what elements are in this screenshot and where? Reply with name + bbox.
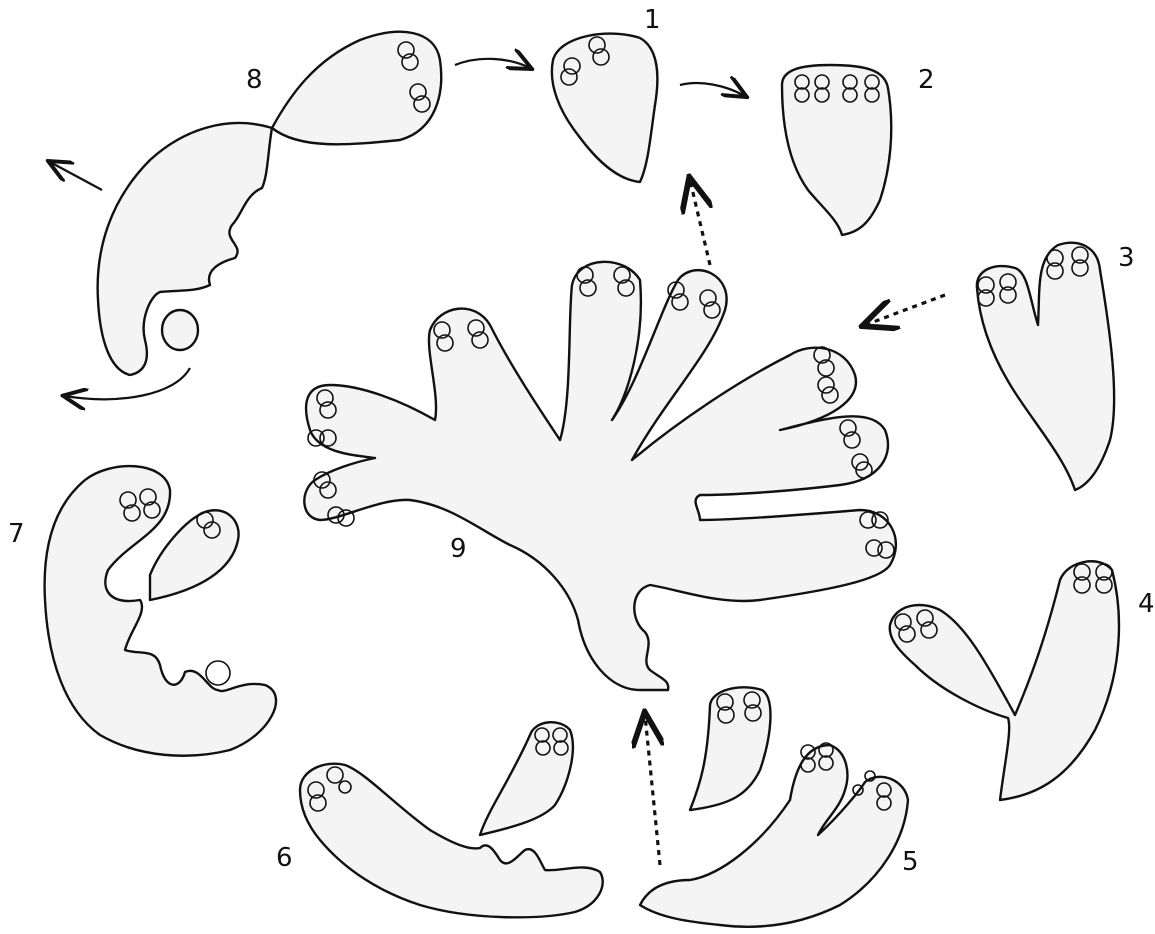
stage-5-bud: [690, 687, 770, 810]
arrow-8-to-1: [455, 59, 530, 68]
label-stage-5: 5: [902, 847, 919, 877]
stage-3-organism: [977, 243, 1114, 490]
arrow-5-to-9: [645, 715, 660, 865]
label-stage-6: 6: [276, 843, 293, 873]
stage-4-organism: [890, 561, 1119, 800]
label-stage-8: 8: [246, 65, 263, 95]
label-stage-2: 2: [918, 65, 935, 95]
arrow-3-to-9: [865, 295, 945, 325]
arrow-9-to-1: [690, 180, 710, 265]
arrow-1-to-2: [680, 83, 745, 96]
label-stage-9: 9: [450, 534, 467, 564]
stage-2-organism: [782, 65, 891, 235]
stage-8-organism: [98, 123, 272, 375]
label-stage-1: 1: [644, 5, 661, 35]
stage-5-organism: [640, 743, 908, 927]
label-stage-3: 3: [1118, 243, 1135, 273]
arrow-8-out-top: [50, 162, 102, 190]
stage-8-bud: [272, 32, 441, 144]
stage-1-organism: [552, 34, 658, 182]
stage-6-bud: [480, 722, 573, 835]
stage-9-colony: [304, 262, 896, 690]
label-stage-7: 7: [8, 519, 25, 549]
stage-7-bud: [150, 510, 239, 600]
stage-7-organism: [45, 466, 276, 756]
label-stage-4: 4: [1138, 589, 1155, 619]
